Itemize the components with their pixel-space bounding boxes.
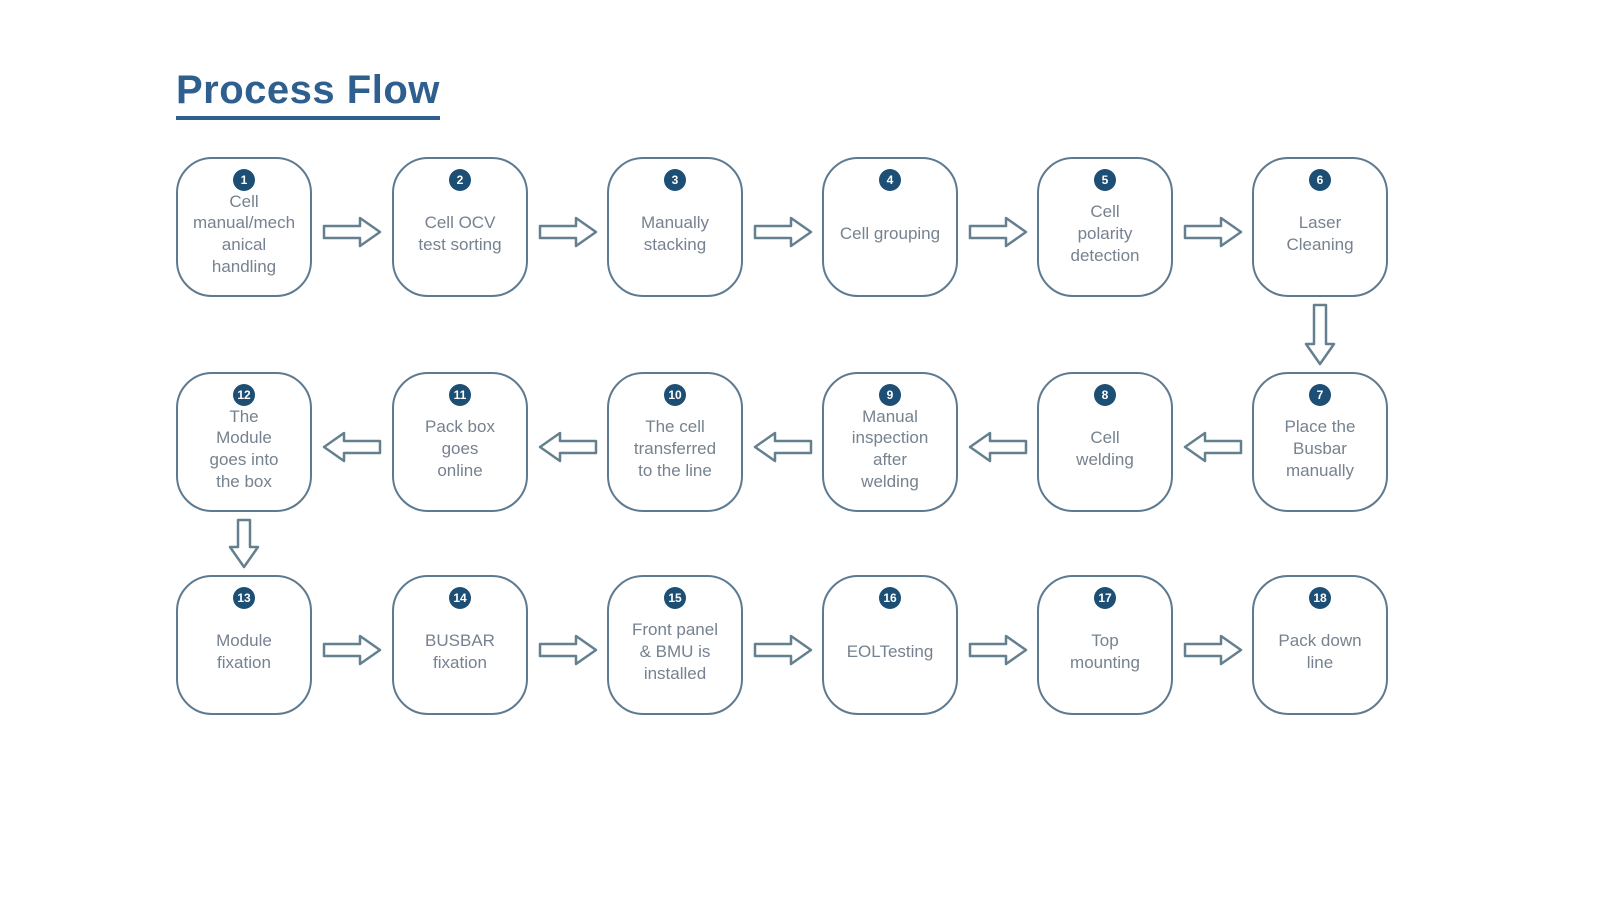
page-title: Process Flow [176,68,440,120]
step-label: Pack box goes online [425,417,495,480]
flow-arrow-down-icon [1303,303,1337,366]
step-number-badge: 12 [233,384,255,406]
step-number-badge: 14 [449,587,471,609]
step-number-badge: 3 [664,169,686,191]
step-number-badge: 7 [1309,384,1331,406]
flow-arrow-right-icon [968,633,1028,667]
step-label: Laser Cleaning [1286,213,1354,254]
step-label: The Module goes into the box [209,406,279,491]
step-number-badge: 2 [449,169,471,191]
step-label: Cell manual/mech anical handling [192,191,296,276]
flow-arrow-left-icon [753,430,813,464]
step-label: Front panel & BMU is installed [632,620,718,683]
step-number-badge: 18 [1309,587,1331,609]
step-number-badge: 16 [879,587,901,609]
step-label: The cell transferred to the line [633,417,717,480]
step-number-badge: 1 [233,169,255,191]
flow-arrow-right-icon [968,215,1028,249]
flow-arrow-right-icon [1183,215,1243,249]
step-number-badge: 11 [449,384,471,406]
flow-arrow-left-icon [322,430,382,464]
flow-arrow-down-icon [227,518,261,569]
step-label: Manually stacking [640,213,710,254]
flow-arrow-left-icon [538,430,598,464]
step-label: Cell grouping [839,224,941,244]
step-number-badge: 9 [879,384,901,406]
flow-arrow-right-icon [322,633,382,667]
step-label: BUSBAR fixation [425,631,495,672]
step-label: Top mounting [1070,631,1140,672]
step-label: Cell OCV test sorting [418,213,502,254]
step-label: Cell polarity detection [1070,202,1140,265]
step-label: Manual inspection after welding [851,406,929,491]
step-label: Module fixation [216,631,272,672]
flow-arrow-right-icon [753,633,813,667]
flow-arrow-left-icon [1183,430,1243,464]
step-number-badge: 10 [664,384,686,406]
flow-arrow-right-icon [538,633,598,667]
flow-arrow-right-icon [1183,633,1243,667]
step-number-badge: 13 [233,587,255,609]
step-label: Place the Busbar manually [1284,417,1356,480]
step-number-badge: 5 [1094,169,1116,191]
flow-arrow-right-icon [538,215,598,249]
flow-arrow-right-icon [753,215,813,249]
flow-arrow-right-icon [322,215,382,249]
step-number-badge: 4 [879,169,901,191]
step-number-badge: 17 [1094,587,1116,609]
step-label: EOLTesting [846,642,934,662]
step-number-badge: 15 [664,587,686,609]
step-number-badge: 6 [1309,169,1331,191]
flow-arrow-left-icon [968,430,1028,464]
step-number-badge: 8 [1094,384,1116,406]
step-label: Cell welding [1076,428,1134,469]
step-label: Pack down line [1278,631,1362,672]
